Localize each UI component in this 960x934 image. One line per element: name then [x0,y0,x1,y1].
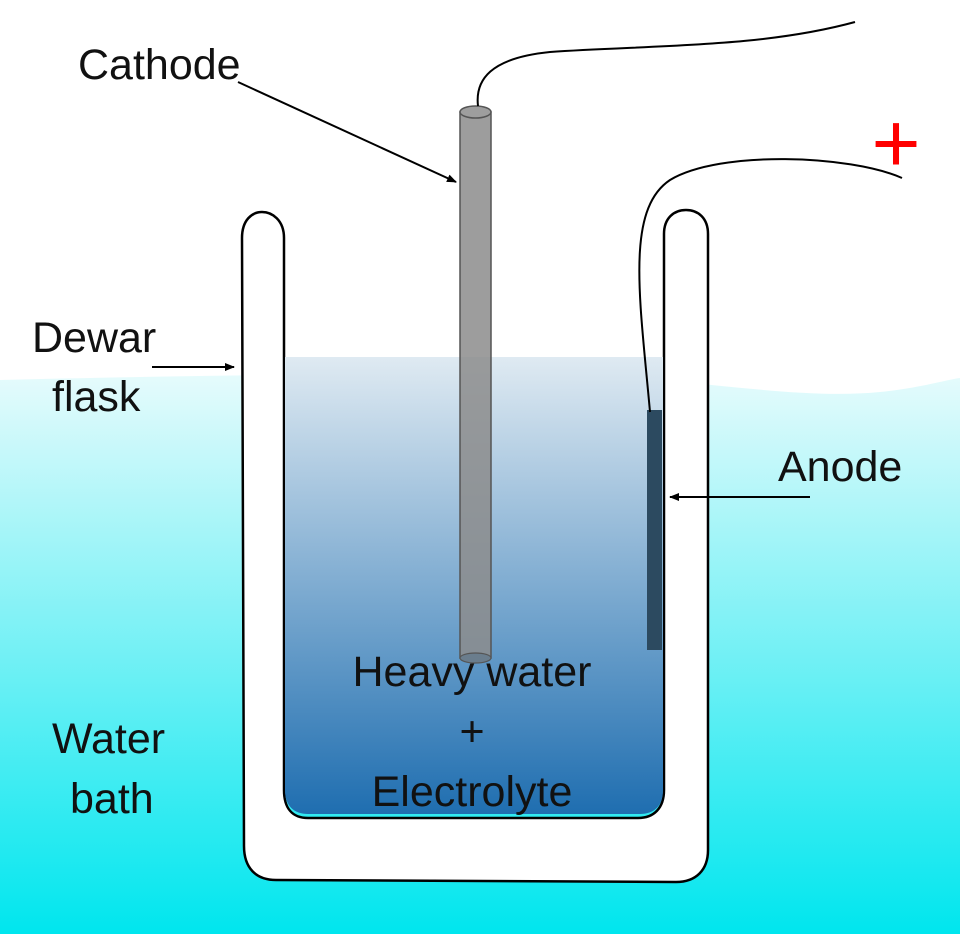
cathode-label: Cathode [78,41,241,89]
anode-plate [647,410,662,650]
positive-wire [638,158,903,413]
plus-label: + [459,708,485,756]
cathode-rod [459,111,492,659]
water-bath-label-line1: Water [52,715,166,763]
dewar-flask-label-line1: Dewar [32,314,157,362]
cathode-rod-top [459,105,492,119]
cathode-rod-bottom [459,652,492,664]
negative-terminal-sign: − [830,0,886,41]
heavy-water-label: Heavy water [352,648,592,696]
cathode-arrow [237,81,457,183]
water-bath-label-line2: bath [70,775,154,823]
dewar-flask [240,208,710,884]
negative-wire [476,21,856,107]
dewar-flask-label-line2: flask [52,373,141,421]
anode-label: Anode [778,443,903,491]
electrolyte-label: Electrolyte [371,768,573,816]
positive-terminal-sign: + [871,96,920,190]
